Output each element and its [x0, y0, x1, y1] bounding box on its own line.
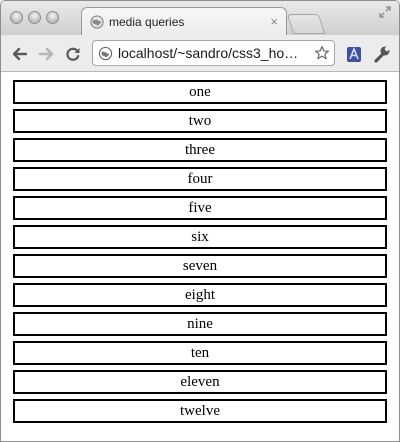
tab-close-icon[interactable]: × [270, 14, 278, 29]
bookmark-star-icon[interactable] [314, 45, 330, 61]
back-arrow-icon[interactable] [11, 45, 29, 63]
list-item: one [13, 80, 387, 104]
url-text[interactable]: localhost/~sandro/css3_ho… [118, 45, 299, 61]
list-item: eight [13, 283, 387, 307]
tab-strip: media queries × [1, 1, 399, 35]
minimize-window-button[interactable] [28, 11, 41, 24]
list-item: twelve [13, 399, 387, 423]
list-item: four [13, 167, 387, 191]
forward-arrow-icon[interactable] [37, 45, 55, 63]
list-item: two [13, 109, 387, 133]
fullscreen-icon[interactable] [379, 6, 391, 18]
list-item: five [13, 196, 387, 220]
address-bar[interactable]: localhost/~sandro/css3_ho… [92, 40, 335, 66]
tab-media-queries[interactable]: media queries × [81, 7, 287, 35]
reload-icon[interactable] [64, 45, 82, 63]
list-item: ten [13, 341, 387, 365]
list-item: six [13, 225, 387, 249]
list-item: three [13, 138, 387, 162]
list-item: seven [13, 254, 387, 278]
extension-icon[interactable] [344, 44, 364, 64]
list-item: eleven [13, 370, 387, 394]
tab-title: media queries [109, 14, 185, 29]
zoom-window-button[interactable] [46, 11, 59, 24]
box-list: one two three four five six seven eight nine ten e… [1, 72, 399, 423]
new-tab-button[interactable] [286, 14, 326, 34]
toolbar: localhost/~sandro/css3_ho… [1, 35, 399, 72]
page-globe-icon [98, 46, 113, 60]
window-controls [10, 11, 59, 24]
list-item: nine [13, 312, 387, 336]
close-window-button[interactable] [10, 11, 23, 24]
globe-icon [90, 14, 104, 29]
wrench-icon[interactable] [372, 44, 392, 64]
